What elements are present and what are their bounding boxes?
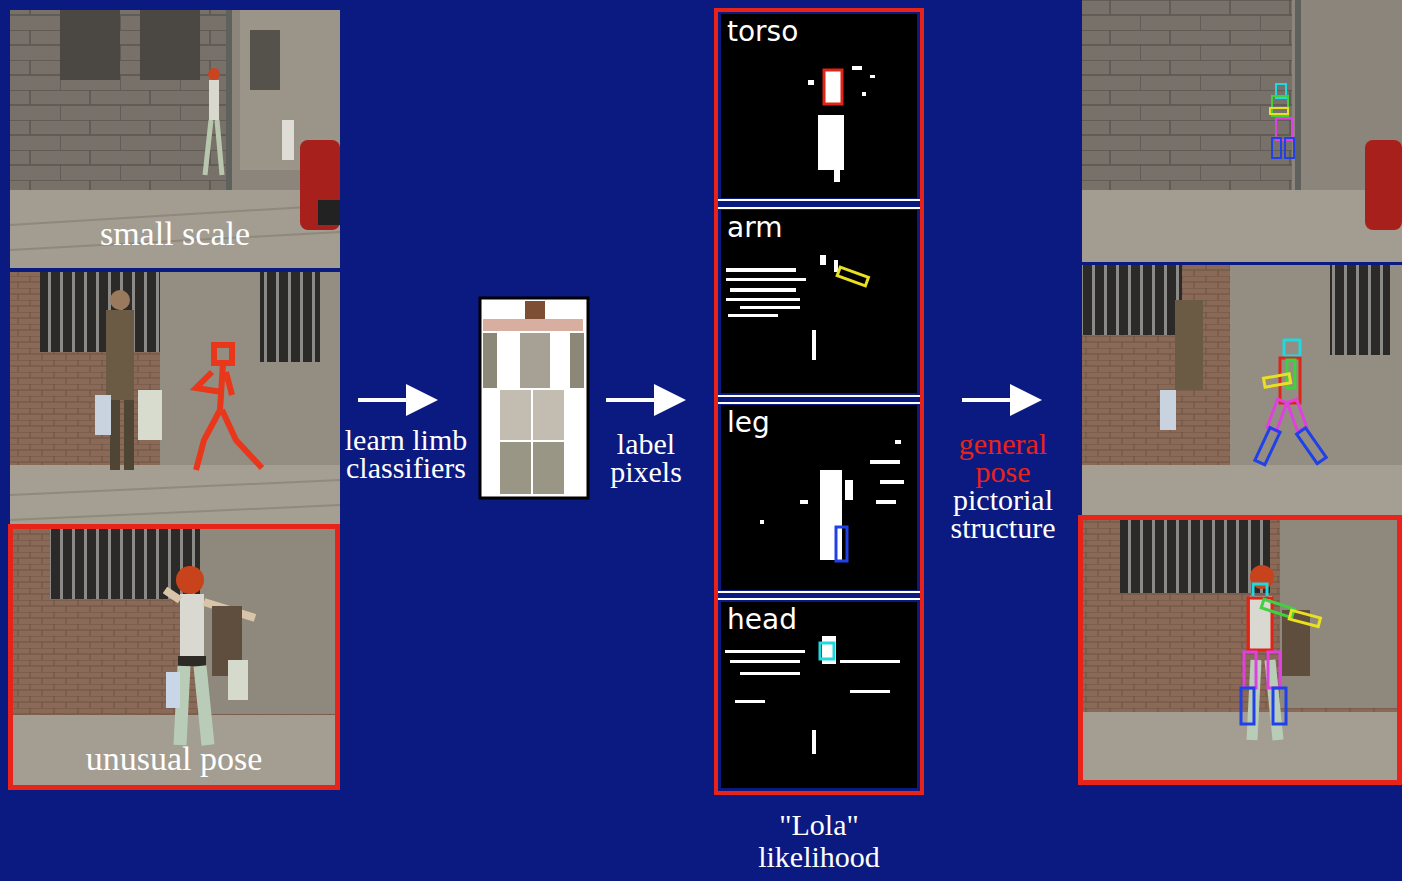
flow-arrow bbox=[358, 400, 1034, 401]
likelihood-panel: torso bbox=[721, 14, 917, 198]
node-text: head bbox=[727, 604, 907, 636]
likelihood-panel: leg bbox=[721, 405, 917, 590]
node-text: leg bbox=[727, 407, 907, 439]
step-label: label pixels bbox=[596, 430, 696, 486]
likelihood-maps bbox=[718, 12, 920, 791]
photo-walking bbox=[10, 272, 340, 528]
result-photo bbox=[1081, 518, 1402, 783]
likelihood-panel: arm bbox=[721, 210, 917, 393]
result-photo bbox=[1082, 0, 1402, 262]
likelihood-column: "Lola" likelihoodtorsoarmleghead bbox=[714, 8, 924, 795]
node-text: arm bbox=[727, 212, 907, 244]
step-label: pictorial structure bbox=[930, 486, 1076, 542]
step-label: learn limb classifiers bbox=[336, 426, 476, 482]
likelihood-panel: head bbox=[721, 602, 917, 788]
photo-unusual-pose bbox=[8, 524, 340, 790]
node-text: small scale bbox=[10, 214, 340, 253]
result-photo bbox=[1082, 265, 1402, 518]
photo-small-scale bbox=[10, 10, 340, 268]
node-text: "Lola" likelihood bbox=[744, 809, 894, 873]
node-text: torso bbox=[727, 16, 907, 48]
node-text: unusual pose bbox=[13, 739, 335, 778]
step-label: general pose bbox=[945, 430, 1061, 486]
limb-model bbox=[480, 298, 588, 498]
photo-panel: small scale bbox=[10, 10, 340, 268]
photo-panel: unusual pose bbox=[8, 524, 340, 790]
